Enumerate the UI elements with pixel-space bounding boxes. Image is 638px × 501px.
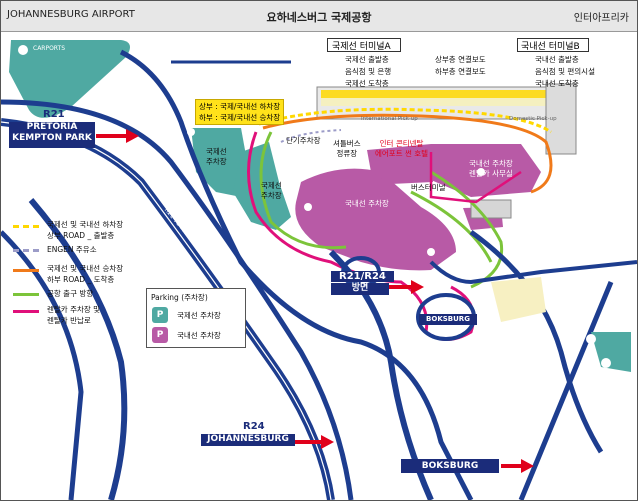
terminal-a-title-box: 국제선 터미널A (327, 38, 401, 52)
carports-parking-area (9, 40, 130, 118)
intl-parking-p-icon: P (152, 307, 168, 323)
r24-johannesburg-sign: JOHANNESBURG (201, 434, 295, 446)
terminal-b-title-box: 국내선 터미널B (517, 38, 589, 52)
bus-terminal-label: 버스터미널 (411, 183, 446, 192)
intl-parking-label-2: 국제선 주차장 (261, 181, 282, 200)
r21-pretoria-sign: PRETORIA KEMPTON PARK (9, 122, 95, 148)
legend-label: 렌탈카 주차장 및 렌탈카 반납로 (47, 305, 101, 325)
header-left-title: JOHANNESBURG AIRPORT (7, 9, 135, 20)
terminal-b-item: 국내선 출발층 (535, 55, 579, 64)
r21-r24-sign: 방면 (331, 283, 389, 295)
parking-legend-intl: 국제선 주차장 (177, 311, 221, 320)
p-letter: P (156, 310, 164, 320)
legend-swatch (13, 225, 39, 228)
r24-number: R24 (243, 421, 265, 432)
intl-parking-label-1: 국제선 주차장 (206, 147, 227, 166)
legend-swatch (13, 293, 39, 296)
pickup-line-lower: 하부 : 국제/국내선 승차장 (199, 113, 281, 122)
boksburg-big-sign: BOKSBURG (401, 459, 499, 473)
short-term-parking-label: 단기주차장 (286, 136, 321, 145)
r21-number: R21 (43, 109, 65, 120)
dom-parking-p-icon: P (152, 327, 168, 343)
terminal-a-list: 국제선 출발층 음식점 및 은행 국제선 도착층 (345, 54, 391, 90)
header-bar: JOHANNESBURG AIRPORT 요하네스버그 국제공항 인터아프리카 (1, 1, 637, 32)
r21-r24-number: R21/R24 (331, 271, 394, 282)
legend-swatch (13, 269, 39, 272)
terminal-a-item: 국제선 출발층 (345, 55, 389, 64)
carports-label: CARPORTS (33, 45, 66, 52)
hotel-parking-area (367, 144, 433, 184)
connector-item: 하부층 연결보도 (435, 67, 486, 76)
legend-label: ENGEN 주유소 (47, 245, 97, 254)
header-right-title: 인터아프리카 (573, 13, 629, 24)
terminal-b-item: 음식점 및 편의시설 (535, 67, 595, 76)
r21-sign-line: KEMPTON PARK (12, 133, 92, 143)
terminal-a-item: 국제선 도착층 (345, 79, 389, 88)
legend-label: 국제선 및 국내선 하차장 상부 ROAD _ 출발층 (47, 220, 124, 240)
boksburg-small-sign: BOKSBURG (419, 314, 477, 325)
pickup-line-upper: 상부 : 국제/국내선 하차장 (199, 102, 281, 111)
dom-pickup-label: Domestic Pick-up (509, 116, 557, 122)
rental-office-label: 국내선 주차장 렌탈카 사무실 (469, 159, 513, 178)
terminal-b-item: 국내선 도착층 (535, 79, 579, 88)
connector-item: 상부층 연결보도 (435, 55, 486, 64)
terminal-b-list: 국내선 출발층 음식점 및 편의시설 국내선 도착층 (535, 54, 595, 90)
rental-parking-area (431, 144, 541, 197)
intercontinental-hotel-label: 인터 콘티넨탈 에어포트 썬 호텔 (375, 139, 429, 158)
connector-list: 상부층 연결보도 하부층 연결보도 (435, 54, 486, 78)
terminal-a-item: 음식점 및 은행 (345, 67, 392, 76)
parking-legend: Parking (주차장) P 국제선 주차장 P 국내선 주차장 (146, 288, 246, 348)
header-center-title: 요하네스버그 국제공항 (266, 11, 372, 24)
r21-sign-line: PRETORIA (26, 122, 78, 132)
terminal-a-title: 국제선 터미널A (332, 42, 391, 52)
intl-pickup-label: International Pick-up (361, 116, 418, 122)
shuttle-stop-label: 셔틀버스 정류장 (333, 139, 361, 158)
pickup-info-box: 상부 : 국제/국내선 하차장 하부 : 국제/국내선 승차장 (195, 99, 285, 125)
legend-swatch (13, 310, 39, 313)
terminal-b-title: 국내선 터미널B (521, 42, 580, 52)
p-letter: P (156, 330, 164, 340)
domestic-parking-label: 국내선 주차장 (345, 199, 389, 208)
right-teal-parking (591, 332, 631, 372)
legend-label: 국제선 및 국내선 승차장 하부 ROAD _ 도착층 (47, 264, 124, 284)
parking-legend-title: Parking (주차장) (151, 293, 208, 302)
legend-label: 공항 출구 방향 (47, 289, 94, 298)
map-canvas (1, 32, 637, 500)
legend-swatch (13, 249, 39, 252)
domestic-parking-area (295, 168, 456, 271)
parking-legend-dom: 국내선 주차장 (177, 331, 221, 340)
